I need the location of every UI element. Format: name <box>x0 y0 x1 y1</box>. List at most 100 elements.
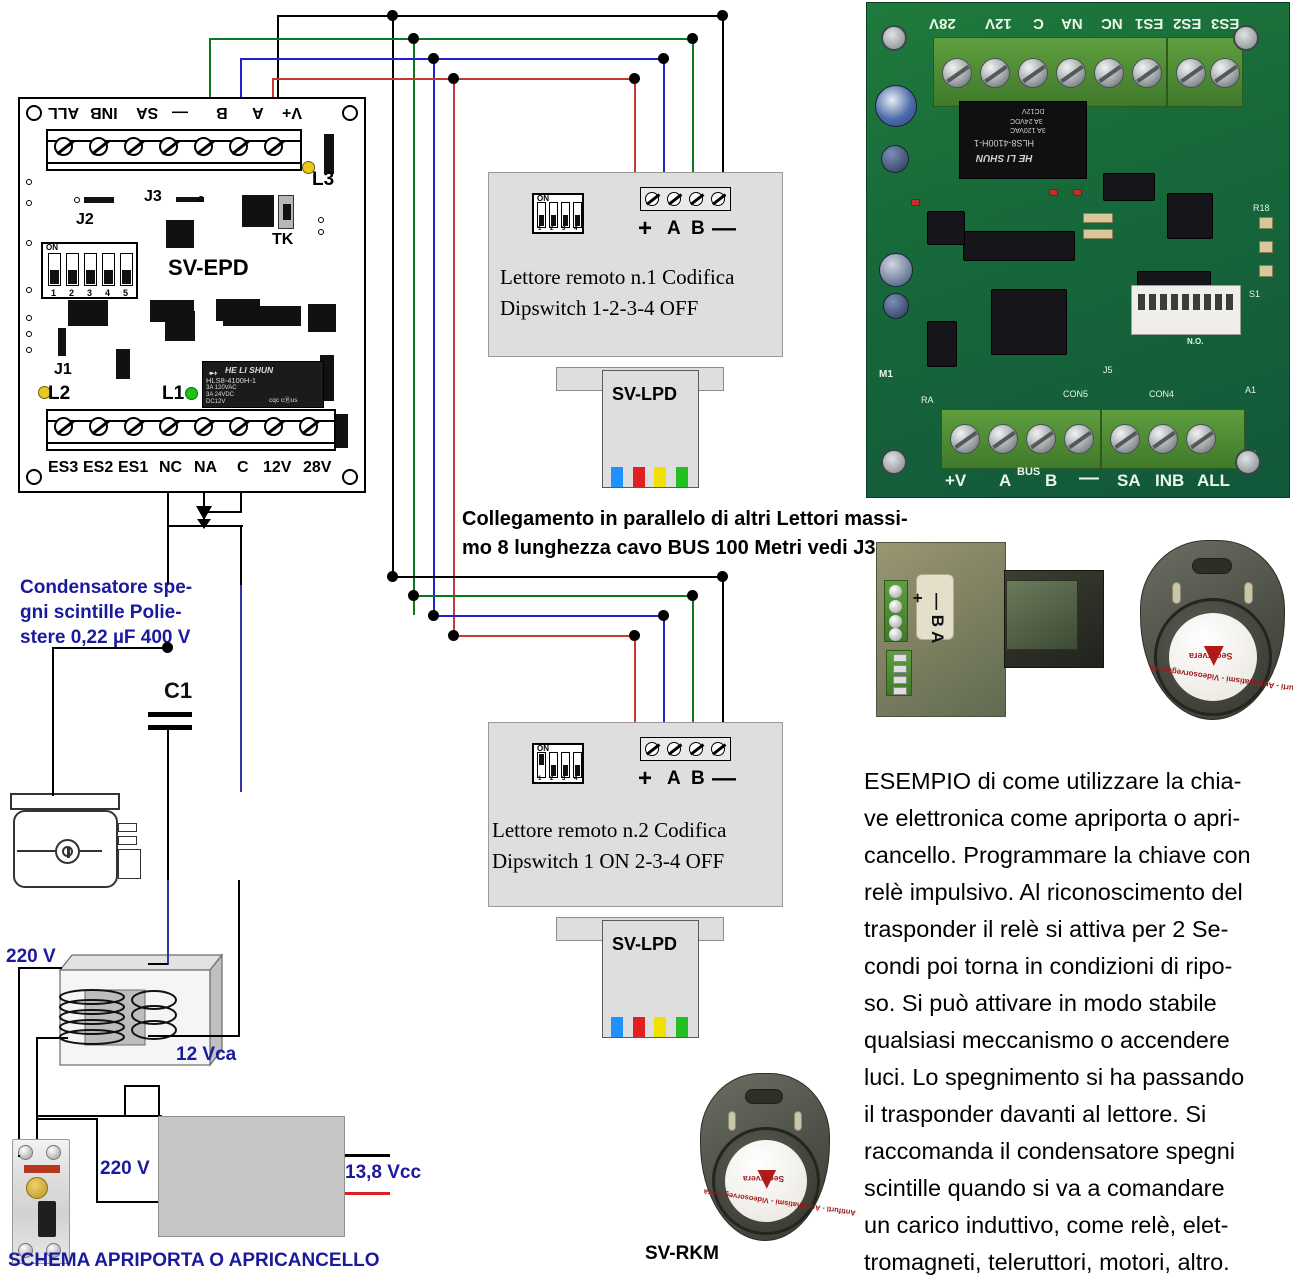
pcb-resistor <box>1083 213 1113 223</box>
terminal-screw[interactable] <box>889 585 902 598</box>
dip-switch-2[interactable] <box>549 202 558 228</box>
epd-top-terminal-label-minus: — <box>172 104 188 121</box>
reader-2-dipswitch[interactable]: ON 1 2 3 4 <box>532 743 584 784</box>
terminal-screw[interactable] <box>1132 58 1162 88</box>
terminal-screw[interactable] <box>264 137 283 156</box>
breaker-toggle-lever[interactable] <box>38 1201 56 1237</box>
pcb-mount-hole <box>1233 25 1259 51</box>
terminal-screw[interactable] <box>264 417 283 436</box>
dip-switch-3[interactable] <box>561 202 570 228</box>
terminal-screw[interactable] <box>194 417 213 436</box>
pcb-dip-lever[interactable] <box>1226 294 1233 310</box>
dip-switch-4[interactable] <box>573 752 582 778</box>
module-terminal-block[interactable] <box>884 580 908 642</box>
dip-switch-4[interactable] <box>102 253 115 286</box>
dip-switch-3[interactable] <box>561 752 570 778</box>
terminal-screw[interactable] <box>124 417 143 436</box>
pcb-trimmer-potentiometer[interactable] <box>875 85 917 127</box>
dip-switch-1[interactable] <box>48 253 61 286</box>
pcb-electrolytic-capacitor <box>883 293 909 319</box>
terminal-screw[interactable] <box>194 137 213 156</box>
terminal-screw[interactable] <box>1094 58 1124 88</box>
terminal-screw[interactable] <box>229 137 248 156</box>
terminal-screw[interactable] <box>889 628 902 641</box>
pcb-bottom-terminal-block[interactable] <box>941 409 1101 469</box>
terminal-screw[interactable] <box>1210 58 1240 88</box>
terminal-screw[interactable] <box>667 192 681 206</box>
terminal-screw[interactable] <box>645 742 659 756</box>
dip-switch-2[interactable] <box>66 253 79 286</box>
reader-1-title-line1: Lettore remoto n.1 Codifica <box>500 265 735 289</box>
pcb-pad <box>26 200 32 206</box>
epd-top-terminal-strip[interactable] <box>46 129 302 171</box>
wire-psu-in-1-v2 <box>158 1085 160 1117</box>
terminal-screw[interactable] <box>1148 424 1178 454</box>
epd-bottom-terminal-strip[interactable] <box>46 409 336 451</box>
pcb-dip-lever[interactable] <box>1204 294 1211 310</box>
terminal-screw[interactable] <box>159 417 178 436</box>
reader-1-terminal-block[interactable] <box>640 187 731 211</box>
terminal-screw[interactable] <box>645 192 659 206</box>
terminal-screw[interactable] <box>689 192 703 206</box>
breaker-terminal <box>18 1145 33 1160</box>
terminal-screw[interactable] <box>889 615 902 628</box>
terminal-screw[interactable] <box>980 58 1010 88</box>
terminal-screw[interactable] <box>124 137 143 156</box>
dip-switch-1[interactable] <box>537 202 546 228</box>
terminal-screw[interactable] <box>229 417 248 436</box>
pcb-top-terminal-block-2[interactable] <box>1167 37 1243 107</box>
epd-top-terminal-label-inb: INB <box>90 104 118 121</box>
pcb-relay-model: HLS8-4100H-1 <box>974 138 1035 148</box>
terminal-screw[interactable] <box>1186 424 1216 454</box>
pcb-top-terminal-block[interactable] <box>933 37 1167 107</box>
terminal-screw[interactable] <box>54 137 73 156</box>
terminal-screw[interactable] <box>299 417 318 436</box>
terminal-screw[interactable] <box>889 600 902 613</box>
pcb-dip-lever[interactable] <box>1160 294 1167 310</box>
pcb-dip-lever[interactable] <box>1182 294 1189 310</box>
terminal-screw[interactable] <box>54 417 73 436</box>
terminal-screw[interactable] <box>89 417 108 436</box>
pcb-status-led <box>911 199 920 206</box>
dip-switch-1[interactable] <box>537 752 546 778</box>
pcb-dip-lever[interactable] <box>1171 294 1178 310</box>
module-dip-lever[interactable] <box>893 687 907 695</box>
dip-switch-3[interactable] <box>84 253 97 286</box>
pcb-bottom-terminal-block-2[interactable] <box>1101 409 1245 469</box>
reader-1-dipswitch[interactable]: ON 1 2 3 4 <box>532 193 584 234</box>
terminal-screw[interactable] <box>1018 58 1048 88</box>
pcb-dip-lever[interactable] <box>1193 294 1200 310</box>
terminal-screw[interactable] <box>89 137 108 156</box>
terminal-screw[interactable] <box>1026 424 1056 454</box>
module-dip-lever[interactable] <box>893 676 907 684</box>
dip-switch-4[interactable] <box>573 202 582 228</box>
terminal-screw[interactable] <box>1110 424 1140 454</box>
wire-psu-in-1 <box>36 1115 162 1117</box>
terminal-screw[interactable] <box>988 424 1018 454</box>
fob-brand-name: Securvera <box>743 1174 785 1184</box>
terminal-screw[interactable] <box>711 192 725 206</box>
dip-switch-2[interactable] <box>549 752 558 778</box>
terminal-screw[interactable] <box>689 742 703 756</box>
tk-button[interactable] <box>278 195 294 229</box>
terminal-screw[interactable] <box>667 742 681 756</box>
pcb-dip-lever[interactable] <box>1149 294 1156 310</box>
terminal-screw[interactable] <box>1176 58 1206 88</box>
pcb-dip-lever[interactable] <box>1215 294 1222 310</box>
dip-switch-5[interactable] <box>120 253 133 286</box>
terminal-screw[interactable] <box>1064 424 1094 454</box>
terminal-screw[interactable] <box>1056 58 1086 88</box>
pcb-dip-lever[interactable] <box>1138 294 1145 310</box>
terminal-screw[interactable] <box>942 58 972 88</box>
terminal-screw[interactable] <box>711 742 725 756</box>
module-dip-lever[interactable] <box>893 665 907 673</box>
dip-number-2: 2 <box>69 288 75 298</box>
terminal-screw[interactable] <box>950 424 980 454</box>
pcb-dipswitch[interactable] <box>1131 285 1241 335</box>
module-dip-lever[interactable] <box>893 654 907 662</box>
reader-2-terminal-block[interactable] <box>640 737 731 761</box>
module-dipswitch[interactable] <box>886 650 912 696</box>
terminal-screw[interactable] <box>159 137 178 156</box>
wire-lock-left <box>52 793 54 796</box>
epd-dipswitch[interactable]: ON 1 2 3 4 5 <box>41 242 138 299</box>
